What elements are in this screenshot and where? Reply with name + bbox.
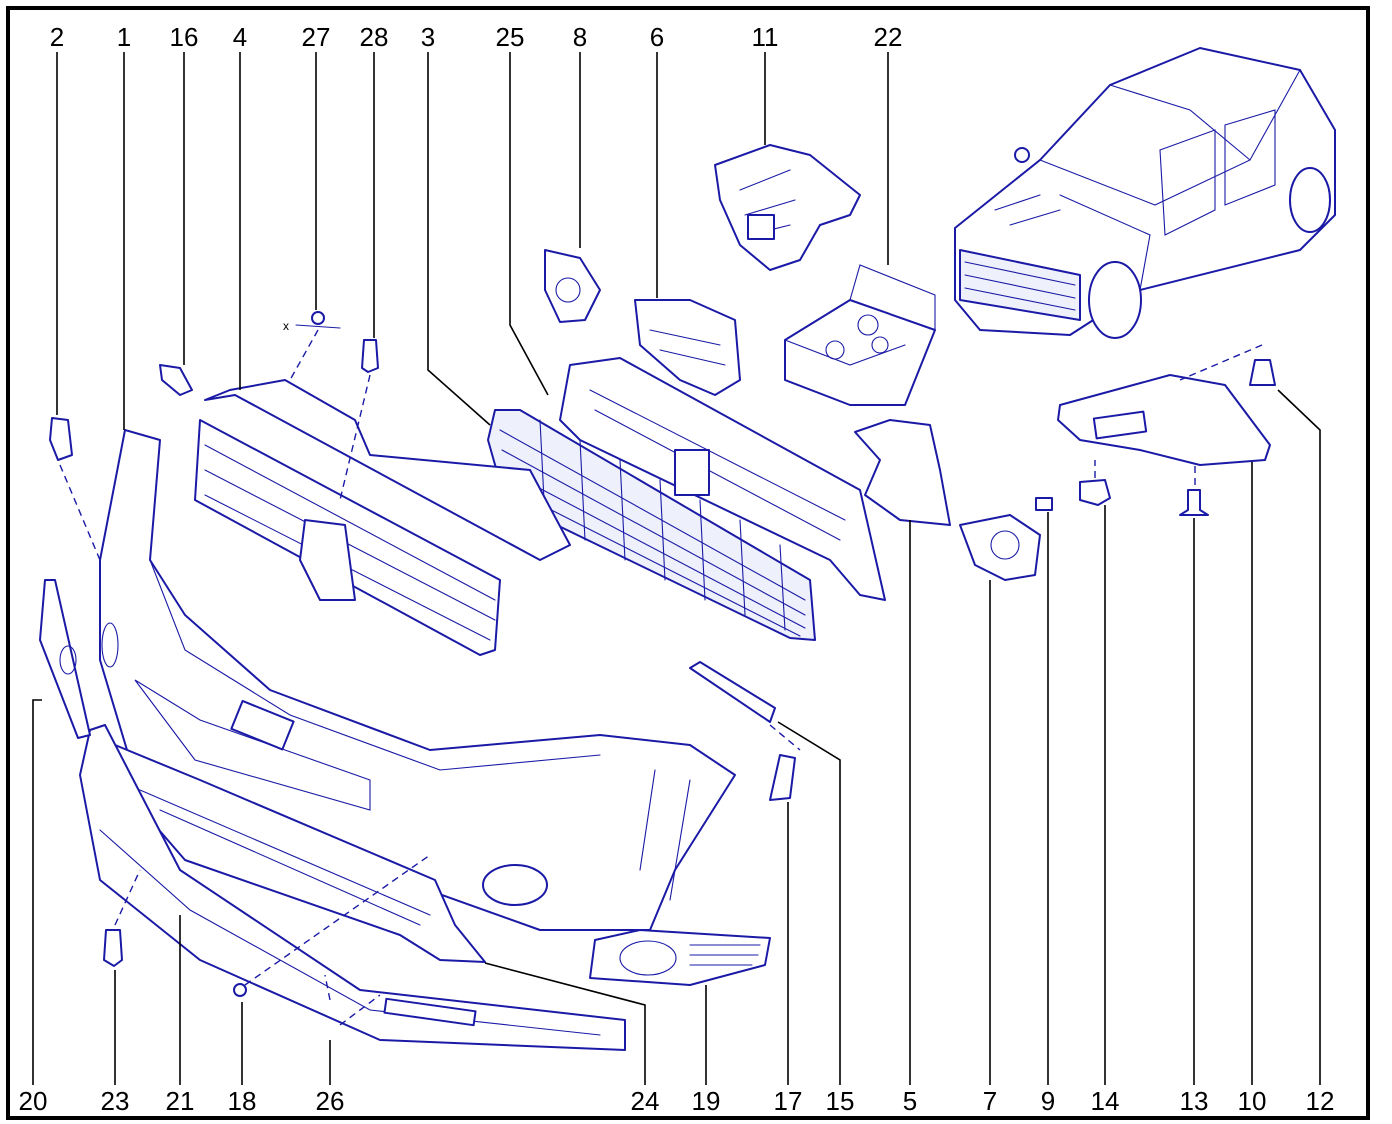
- callout-1: 1: [117, 22, 131, 52]
- part-25-grille-carrier: [559, 357, 886, 601]
- part-9-clip: [1035, 497, 1053, 511]
- leader-lines: [32, 52, 1321, 1085]
- part-6-air-duct: [634, 299, 741, 396]
- bottom-callouts: 20 23 21 18 26 24 19 17 15 5 7 9 14 13 1…: [19, 1086, 1335, 1116]
- part-7-fog-lamp-housing: [959, 514, 1041, 581]
- callout-20: 20: [19, 1086, 48, 1116]
- car-illustration: [954, 47, 1336, 339]
- part-23-rivet: [103, 929, 123, 967]
- callout-27: 27: [302, 22, 331, 52]
- part-11-bracket: [714, 144, 861, 271]
- part-13-screw: [1179, 489, 1209, 516]
- callout-7: 7: [983, 1086, 997, 1116]
- part-20-side-bracket: [39, 579, 91, 739]
- callout-8: 8: [573, 22, 587, 52]
- callout-24: 24: [631, 1086, 660, 1116]
- part-4-upper-grille: [194, 379, 571, 656]
- part-15-strip: [689, 661, 776, 723]
- part-2-clip: [49, 417, 73, 461]
- callout-12: 12: [1306, 1086, 1335, 1116]
- part-10-right-bracket: [1057, 374, 1271, 466]
- callout-19: 19: [692, 1086, 721, 1116]
- part-22-fastener-box: [784, 264, 936, 406]
- part-17-clip: [769, 754, 796, 801]
- callout-14: 14: [1091, 1086, 1120, 1116]
- assembly-dash-lines: [59, 329, 1263, 1026]
- part-18-screw: [233, 983, 247, 997]
- part-5-corner-bracket: [854, 419, 951, 526]
- part-19-fog-lamp-grille: [589, 929, 771, 986]
- part-8-bracket: [544, 249, 601, 323]
- part-27-screw: [311, 311, 325, 325]
- callout-5: 5: [903, 1086, 917, 1116]
- top-callouts: 2 1 16 4 27 28 3 25 8 6 11 22: [50, 22, 903, 52]
- callout-28: 28: [360, 22, 389, 52]
- axis-mark-label: x: [283, 319, 289, 333]
- callout-10: 10: [1238, 1086, 1267, 1116]
- part-28-rivet: [361, 339, 379, 373]
- part-16-clip: [159, 364, 193, 396]
- callout-18: 18: [228, 1086, 257, 1116]
- callout-11: 11: [752, 22, 779, 52]
- axis-mark: x: [283, 319, 341, 333]
- callout-3: 3: [421, 22, 435, 52]
- callout-23: 23: [101, 1086, 130, 1116]
- callout-2: 2: [50, 22, 64, 52]
- callout-17: 17: [774, 1086, 803, 1116]
- callout-22: 22: [874, 22, 903, 52]
- callout-25: 25: [496, 22, 525, 52]
- part-12-clip: [1249, 359, 1276, 386]
- part-14-nut: [1079, 479, 1111, 506]
- callout-6: 6: [650, 22, 664, 52]
- callout-16: 16: [170, 22, 199, 52]
- callout-21: 21: [166, 1086, 195, 1116]
- callout-4: 4: [233, 22, 247, 52]
- callout-9: 9: [1041, 1086, 1055, 1116]
- callout-15: 15: [826, 1086, 855, 1116]
- callout-26: 26: [316, 1086, 345, 1116]
- diagram-frame: [6, 6, 1370, 1120]
- part-21-lower-protection: [79, 724, 626, 1051]
- part-3-lower-mesh-grille: [487, 409, 816, 641]
- callout-13: 13: [1180, 1086, 1209, 1116]
